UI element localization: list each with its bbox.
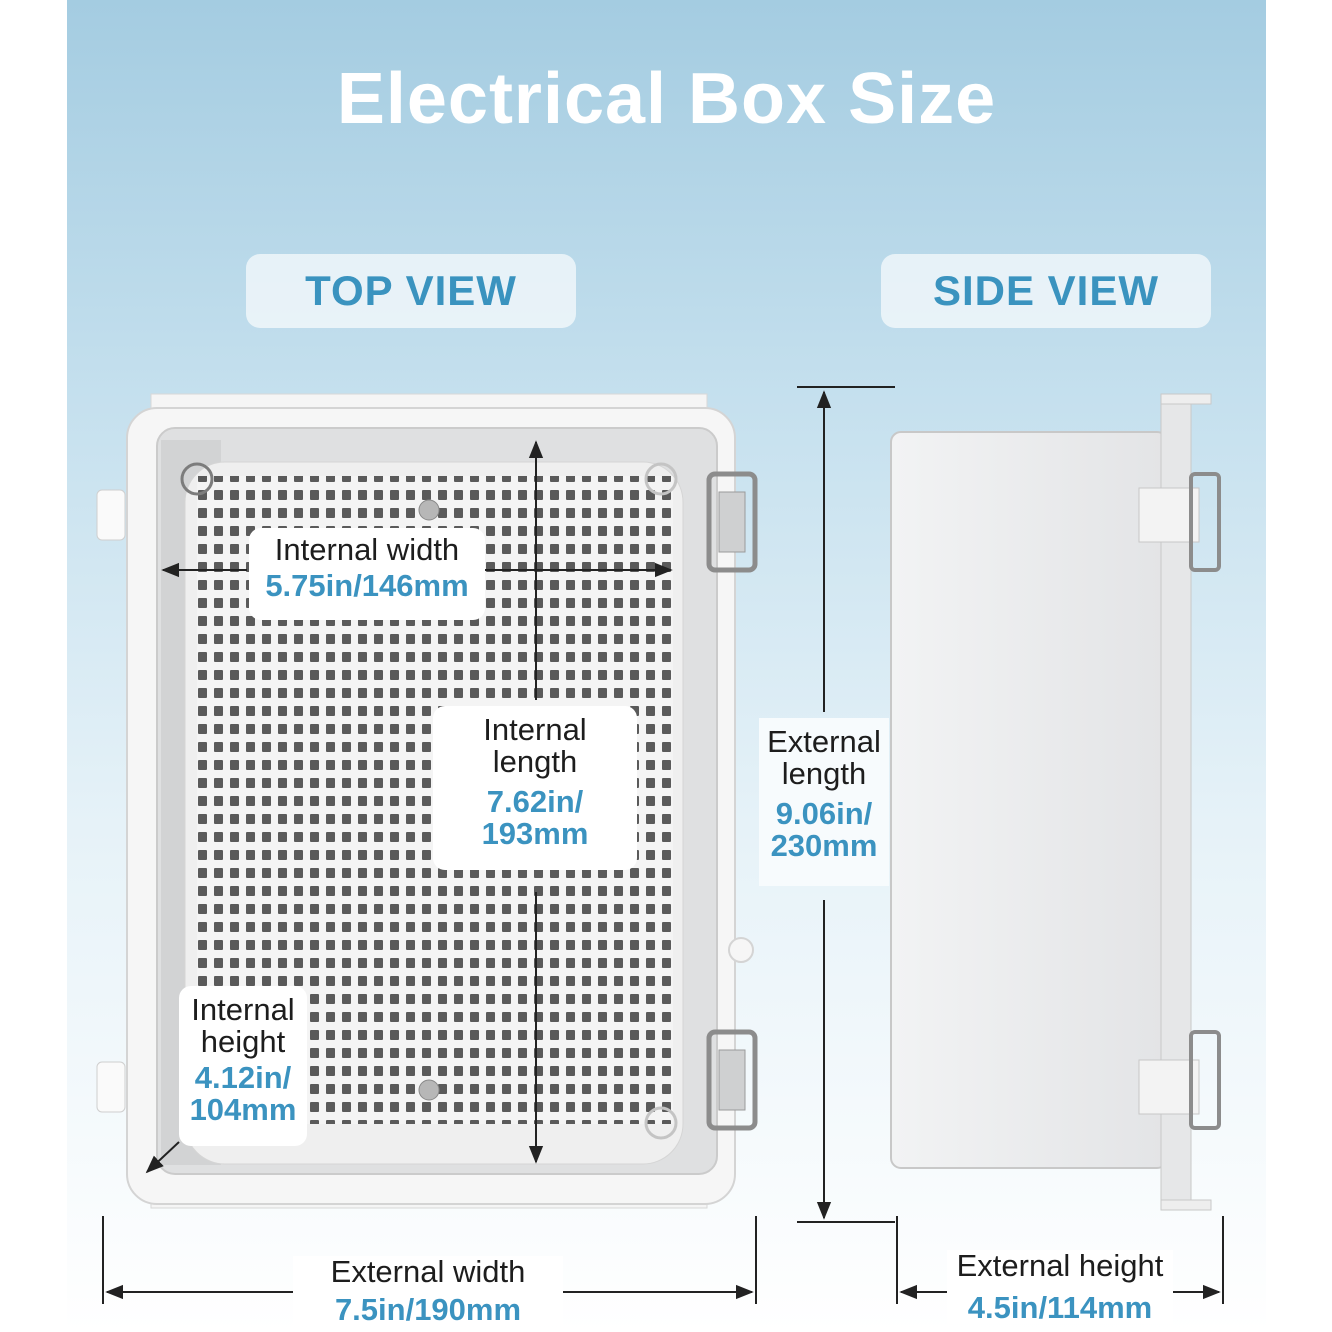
internal-height-label-2: height bbox=[200, 1024, 286, 1059]
internal-width-callout: Internal width 5.75in/146mm bbox=[249, 528, 485, 620]
internal-length-callout: Internal length 7.62in/ 193mm bbox=[433, 706, 637, 870]
page-title: Electrical Box Size bbox=[336, 59, 997, 139]
internal-height-value-1: 4.12in/ bbox=[194, 1060, 292, 1095]
dimension-lines bbox=[102, 386, 1224, 1304]
side-view-box bbox=[890, 393, 1221, 1211]
external-width-label: External width bbox=[330, 1254, 526, 1289]
internal-width-value: 5.75in/146mm bbox=[265, 568, 469, 603]
external-length-label-1: External bbox=[767, 724, 881, 759]
internal-height-callout: Internal height 4.12in/ 104mm bbox=[179, 986, 307, 1146]
top-view-label: TOP VIEW bbox=[246, 254, 576, 328]
side-view-label: SIDE VIEW bbox=[881, 254, 1211, 328]
external-width-callout: External width 7.5in/190mm bbox=[293, 1256, 563, 1326]
external-width-value: 7.5in/190mm bbox=[334, 1292, 522, 1327]
external-height-callout: External height 4.5in/114mm bbox=[947, 1250, 1173, 1324]
internal-length-value-1: 7.62in/ bbox=[486, 784, 584, 819]
external-height-label: External height bbox=[956, 1248, 1164, 1283]
external-length-callout: External length 9.06in/ 230mm bbox=[759, 718, 889, 886]
internal-height-label-1: Internal bbox=[191, 992, 295, 1027]
internal-length-label-1: Internal bbox=[483, 712, 587, 747]
internal-length-label-2: length bbox=[492, 744, 578, 779]
internal-width-label: Internal width bbox=[274, 532, 460, 567]
external-length-value-1: 9.06in/ bbox=[775, 796, 873, 831]
internal-length-value-2: 193mm bbox=[481, 816, 589, 851]
external-length-label-2: length bbox=[781, 756, 867, 791]
external-height-value: 4.5in/114mm bbox=[967, 1290, 1153, 1325]
external-length-value-2: 230mm bbox=[770, 828, 878, 863]
product-infographic: Electrical Box Size TOP VIEW SIDE VIEW I… bbox=[67, 0, 1266, 1332]
internal-height-value-2: 104mm bbox=[189, 1092, 297, 1127]
